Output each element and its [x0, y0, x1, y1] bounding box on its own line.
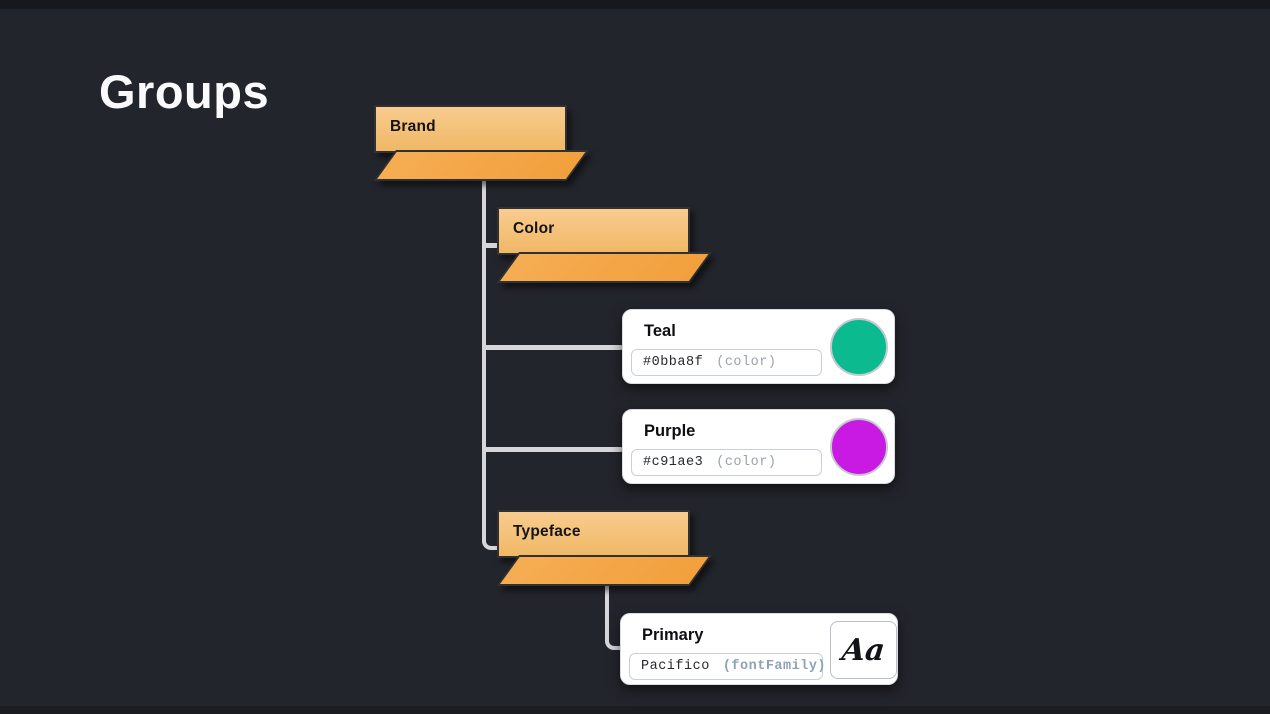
group-label: Typeface	[513, 523, 581, 540]
token-name: Primary	[642, 626, 704, 644]
token-value: Pacifico	[641, 659, 710, 674]
token-value: #0bba8f	[643, 355, 704, 370]
top-letterbox-strip	[0, 0, 1270, 9]
token-value-input[interactable]: #c91ae3 (color)	[631, 449, 822, 476]
folder-flap-shape	[373, 150, 589, 181]
token-card-primary[interactable]: Primary Pacifico (fontFamily) Aa	[620, 613, 898, 685]
group-node-color[interactable]: Color	[496, 207, 713, 284]
connector-teal-branch	[482, 345, 623, 350]
token-type-hint: (color)	[716, 355, 777, 370]
token-card-teal[interactable]: Teal #0bba8f (color)	[622, 309, 895, 384]
token-name: Teal	[644, 322, 676, 340]
connector-color-stub	[482, 243, 499, 248]
group-label: Color	[513, 220, 555, 237]
color-swatch[interactable]	[830, 418, 888, 476]
folder-back-shape: Typeface	[497, 510, 690, 558]
group-node-typeface[interactable]: Typeface	[496, 510, 713, 587]
connector-purple-branch	[482, 447, 623, 452]
token-card-purple[interactable]: Purple #c91ae3 (color)	[622, 409, 895, 484]
token-type-hint: (fontFamily)	[722, 659, 827, 674]
token-type-hint: (color)	[716, 455, 777, 470]
connector-brand-trunk	[482, 179, 499, 550]
token-value: #c91ae3	[643, 455, 704, 470]
color-swatch[interactable]	[830, 318, 888, 376]
connector-typeface-primary	[605, 584, 624, 650]
token-name: Purple	[644, 422, 696, 440]
group-label: Brand	[390, 118, 436, 135]
token-value-input[interactable]: #0bba8f (color)	[631, 349, 822, 376]
font-preview-box[interactable]: Aa	[830, 621, 897, 679]
group-node-brand[interactable]: Brand	[373, 105, 590, 182]
folder-flap-shape	[496, 252, 712, 283]
folder-back-shape: Brand	[374, 105, 567, 153]
folder-flap-shape	[496, 555, 712, 586]
bottom-letterbox-strip	[0, 706, 1270, 714]
folder-back-shape: Color	[497, 207, 690, 255]
token-value-input[interactable]: Pacifico (fontFamily)	[629, 653, 827, 680]
font-preview-glyph: Aa	[840, 632, 887, 668]
page-title: Groups	[99, 65, 270, 118]
